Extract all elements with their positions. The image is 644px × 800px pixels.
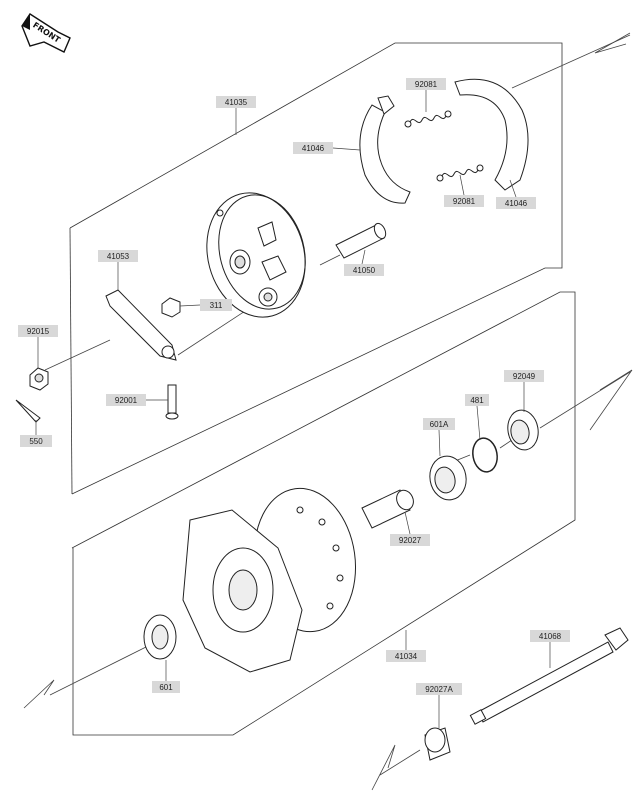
- assembly-frames: [69, 42, 576, 736]
- upper-frame-left-edge: [69, 227, 73, 495]
- part-number: 41046: [302, 144, 325, 153]
- part-label-601[interactable]: 601: [152, 681, 180, 693]
- leader-92081b: [459, 174, 465, 196]
- part-number: 601A: [430, 420, 449, 429]
- lower-frame: [71, 291, 576, 736]
- part-number: 92027: [399, 536, 422, 545]
- oil-seal: [507, 409, 539, 451]
- part-number: 601: [159, 683, 173, 692]
- part-number: 550: [29, 437, 43, 446]
- collar: [361, 489, 414, 529]
- part-label-41035[interactable]: 41035: [216, 96, 256, 108]
- part-label-601A[interactable]: 601A: [423, 418, 455, 430]
- axle-line-cam: [319, 254, 341, 266]
- part-label-481[interactable]: 481: [465, 394, 489, 406]
- part-number: 41050: [353, 266, 376, 275]
- lever-bolt: [165, 384, 179, 420]
- leader-41046b: [509, 179, 517, 198]
- part-number: 92027A: [425, 685, 453, 694]
- brake-shoe-left: [359, 95, 411, 204]
- brake-cam: [335, 222, 387, 259]
- leader-481: [476, 405, 481, 441]
- part-label-41068[interactable]: 41068: [530, 630, 570, 642]
- axle: [469, 627, 629, 725]
- return-spring-upper: [404, 110, 452, 128]
- part-number: 311: [210, 301, 223, 310]
- part-label-41050[interactable]: 41050: [344, 264, 384, 276]
- part-number: 92015: [27, 327, 50, 336]
- leader-41046a: [332, 147, 361, 151]
- axle-line-spacer: [379, 749, 421, 776]
- part-number: 41034: [395, 652, 418, 661]
- part-label-92081-lower[interactable]: 92081: [444, 195, 484, 207]
- axle-line-bearing-left: [49, 644, 151, 696]
- return-spring-lower: [436, 164, 484, 182]
- axle-line-left: [44, 339, 111, 371]
- part-label-41046-left[interactable]: 41046: [293, 142, 333, 154]
- axis-lines: [44, 34, 631, 776]
- spacer: [424, 727, 451, 761]
- bearing-right: [429, 455, 467, 501]
- wheel-hub: [182, 487, 357, 673]
- leader-41050: [361, 249, 366, 265]
- part-labels: 41035 92081 41046 92081 41046 41053 4105…: [18, 78, 570, 695]
- part-number: 41035: [225, 98, 248, 107]
- castle-nut: [29, 367, 49, 391]
- part-label-92001[interactable]: 92001: [106, 394, 146, 406]
- cotter-pin: [15, 399, 41, 423]
- part-number: 41046: [505, 199, 528, 208]
- part-label-92027[interactable]: 92027: [390, 534, 430, 546]
- part-label-92081-upper[interactable]: 92081: [406, 78, 446, 90]
- cam-lever: [105, 289, 177, 361]
- part-number: 92049: [513, 372, 536, 381]
- arrowhead-right: [589, 369, 633, 431]
- brake-shoe-right: [454, 78, 529, 191]
- brake-panel: [206, 192, 306, 318]
- part-number: 41068: [539, 632, 562, 641]
- leader-601A: [438, 429, 441, 457]
- part-label-92049[interactable]: 92049: [504, 370, 544, 382]
- front-arrow-icon: FRONT: [21, 13, 71, 53]
- part-number: 92081: [415, 80, 438, 89]
- part-label-92027A[interactable]: 92027A: [416, 683, 462, 695]
- leader-92027: [404, 511, 411, 535]
- part-label-311[interactable]: 311: [200, 299, 232, 311]
- arrowhead-bottom: [371, 744, 396, 791]
- part-number: 481: [470, 396, 484, 405]
- direction-arrowheads: [23, 32, 633, 791]
- leader-311: [179, 304, 201, 307]
- axle-line-seal: [539, 371, 631, 429]
- part-label-41034[interactable]: 41034: [386, 650, 426, 662]
- part-label-41046-right[interactable]: 41046: [496, 197, 536, 209]
- part-number: 92001: [115, 396, 138, 405]
- part-label-41053[interactable]: 41053: [98, 250, 138, 262]
- snap-ring: [472, 437, 498, 473]
- leader-lines: [35, 90, 551, 728]
- upper-frame: [69, 42, 563, 495]
- part-number: 41053: [107, 252, 130, 261]
- bearing-left: [143, 614, 177, 660]
- part-number: 92081: [453, 197, 476, 206]
- part-label-550[interactable]: 550: [20, 435, 52, 447]
- arrowhead-top-right: [594, 32, 631, 54]
- arrowhead-left: [23, 679, 55, 709]
- hex-nut: [161, 297, 181, 318]
- part-label-92015[interactable]: 92015: [18, 325, 58, 337]
